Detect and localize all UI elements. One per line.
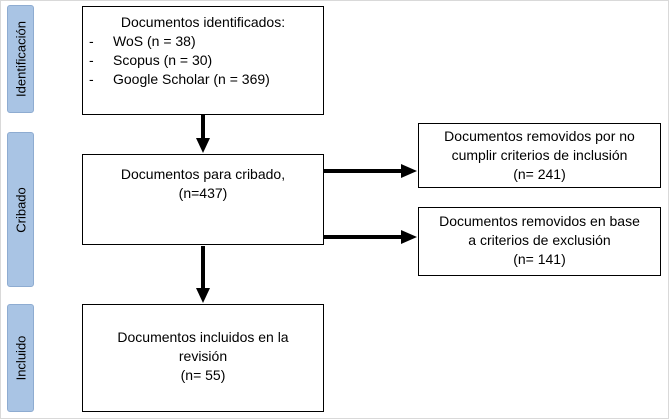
removed-inclusion-line-1: Documentos removidos por no (444, 128, 635, 144)
removed-exclusion-line-1: Documentos removidos en base (439, 213, 640, 229)
identified-box: Documentos identificados: -WoS (n = 38) … (82, 6, 324, 115)
removed-inclusion-count: (n= 241) (513, 166, 566, 182)
arrow-screening-to-removed-exclusion (324, 230, 417, 244)
source-scopus: Scopus (n = 30) (113, 52, 213, 68)
included-line-1: Documentos incluidos en la (117, 329, 289, 345)
removed-exclusion-count: (n= 141) (513, 251, 566, 267)
phase-identification: Identificación (7, 5, 34, 113)
screening-box: Documentos para cribado, (n=437) (82, 154, 324, 245)
included-count: (n= 55) (180, 367, 226, 383)
removed-exclusion-box: Documentos removidos en base a criterios… (418, 207, 661, 276)
list-item: -WoS (n = 38) (89, 33, 196, 49)
source-google-scholar: Google Scholar (n = 369) (113, 71, 270, 87)
phase-included: Incluido (7, 304, 34, 412)
included-box: Documentos incluidos en la revisión (n= … (82, 304, 324, 412)
removed-inclusion-box: Documentos removidos por no cumplir crit… (418, 123, 661, 188)
identified-title: Documentos identificados: (120, 14, 286, 30)
arrow-identified-to-screening (196, 115, 210, 153)
included-line-2: revisión (178, 348, 228, 364)
phase-screening: Cribado (7, 132, 34, 287)
arrow-screening-to-included (196, 246, 210, 303)
arrow-screening-to-removed-inclusion (324, 164, 417, 178)
source-wos: WoS (n = 38) (113, 33, 196, 49)
screening-line-1: Documentos para cribado, (120, 166, 286, 182)
removed-inclusion-line-2: cumplir criterios de inclusión (451, 147, 628, 163)
list-item: -Scopus (n = 30) (89, 52, 213, 68)
removed-exclusion-line-2: a criterios de exclusión (468, 232, 611, 248)
list-item: -Google Scholar (n = 369) (89, 71, 270, 87)
screening-count: (n=437) (178, 185, 228, 201)
